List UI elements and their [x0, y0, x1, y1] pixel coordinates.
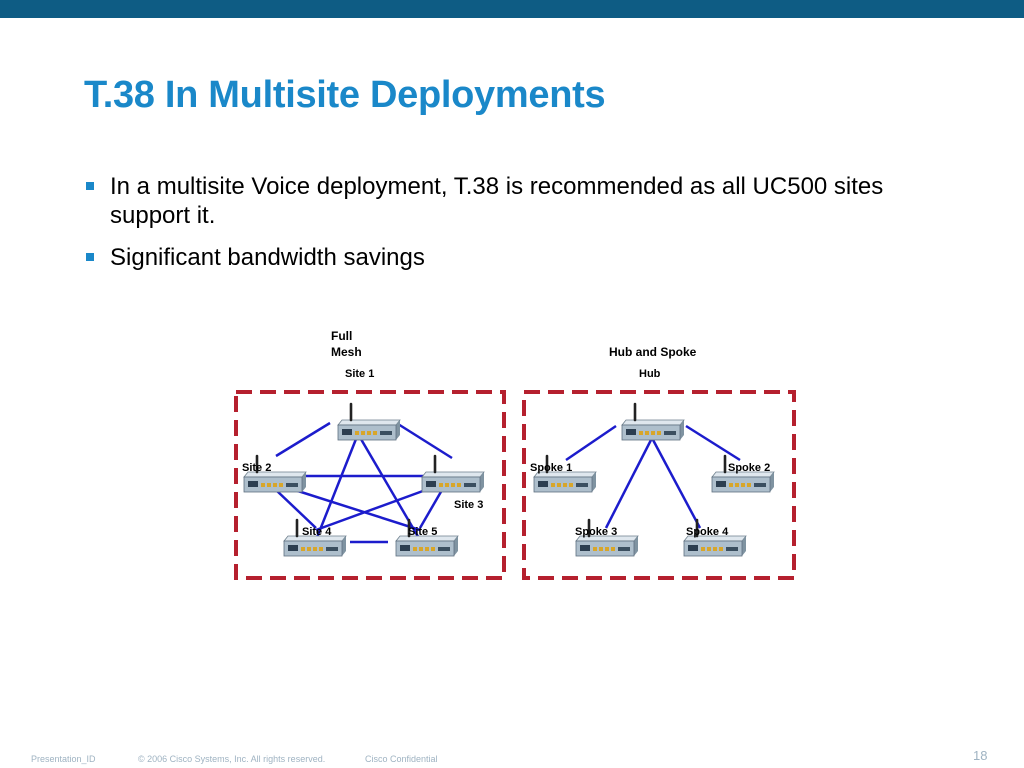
- link: [356, 433, 422, 541]
- spoke-4-label: Spoke 4: [686, 526, 729, 538]
- site-3-label: Site 3: [454, 499, 483, 511]
- footer-presentation-id: Presentation_ID: [31, 754, 96, 764]
- bullet-list: In a multisite Voice deployment, T.38 is…: [84, 172, 904, 285]
- spoke-2-label: Spoke 2: [728, 462, 770, 474]
- full-mesh-heading-line1: Full: [331, 329, 352, 343]
- site-1-label: Site 1: [345, 368, 374, 380]
- hub-spoke-links: [565, 424, 741, 529]
- hub-spoke-heading: Hub and Spoke: [609, 345, 697, 359]
- footer-copyright: © 2006 Cisco Systems, Inc. All rights re…: [138, 754, 326, 764]
- slide-title: T.38 In Multisite Deployments: [84, 74, 606, 116]
- link: [397, 422, 453, 460]
- router-icon: [620, 402, 686, 442]
- bullet-text: Significant bandwidth savings: [110, 244, 425, 271]
- link: [650, 437, 702, 529]
- link: [565, 424, 617, 462]
- site-5-label: Site 5: [408, 526, 437, 538]
- bullet-text: In a multisite Voice deployment, T.38 is…: [110, 173, 884, 229]
- link: [418, 489, 444, 529]
- link: [314, 433, 360, 541]
- site-4-label: Site 4: [302, 526, 332, 538]
- router-icon: [420, 454, 486, 494]
- spoke-1-label: Spoke 1: [530, 462, 572, 474]
- full-mesh-frame: [234, 390, 506, 580]
- link: [275, 421, 331, 458]
- router-icon: [336, 402, 402, 442]
- page-number: 18: [973, 748, 988, 763]
- top-banner: [0, 0, 1024, 18]
- hub-spoke-frame: [522, 390, 796, 580]
- footer-confidential: Cisco Confidential: [365, 754, 438, 764]
- bullet-item: Significant bandwidth savings: [84, 243, 904, 272]
- hub-label: Hub: [639, 368, 661, 380]
- link: [685, 424, 741, 462]
- square-bullet-icon: [86, 182, 94, 190]
- site-2-label: Site 2: [242, 462, 271, 474]
- link: [315, 482, 443, 532]
- link: [275, 489, 317, 529]
- full-mesh-heading-line2: Mesh: [331, 345, 362, 359]
- bullet-item: In a multisite Voice deployment, T.38 is…: [84, 172, 904, 230]
- spoke-3-label: Spoke 3: [575, 526, 617, 538]
- link: [604, 437, 654, 529]
- square-bullet-icon: [86, 253, 94, 261]
